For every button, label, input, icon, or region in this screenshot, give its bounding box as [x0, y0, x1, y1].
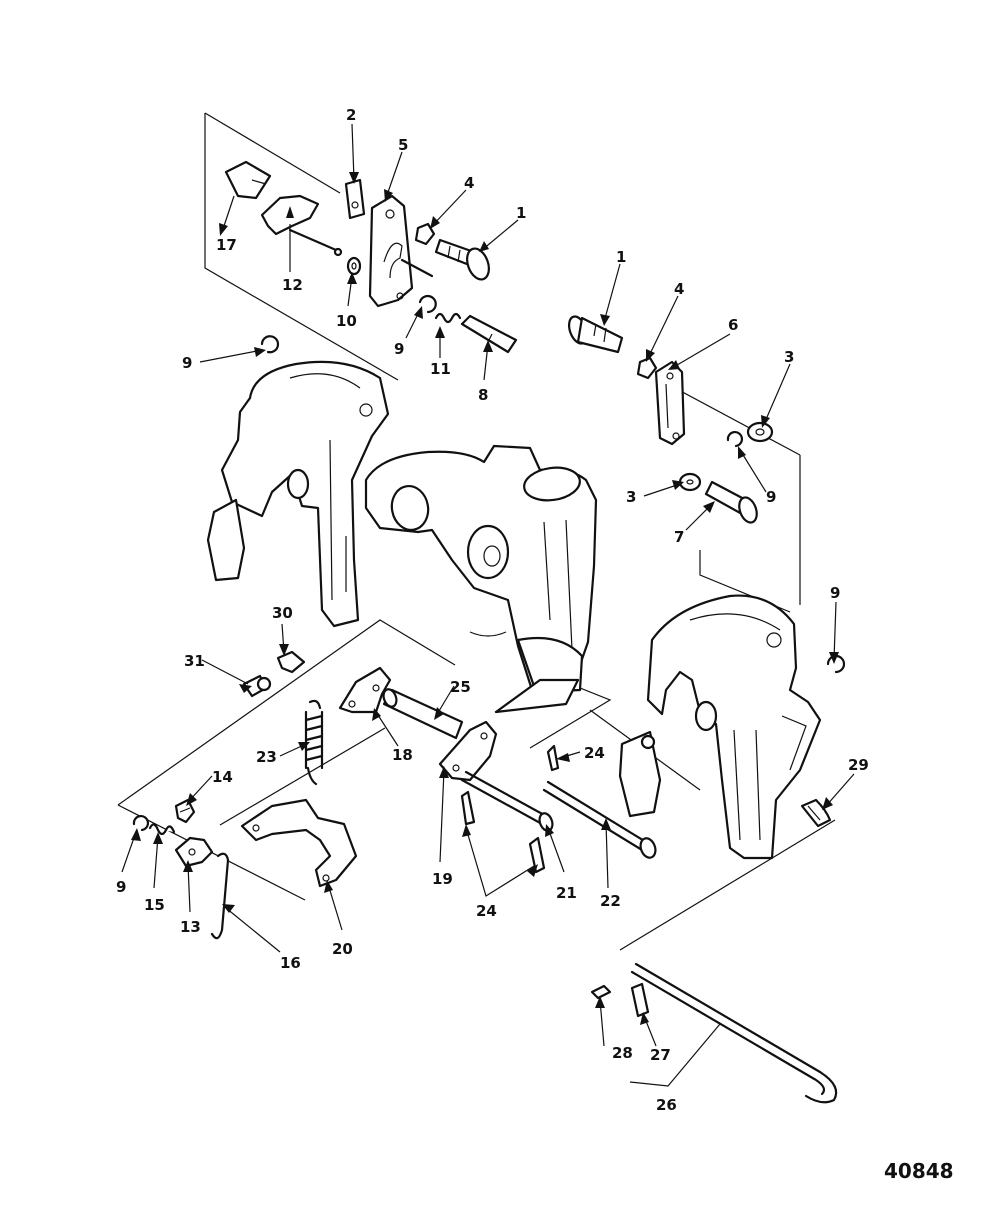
callout-25: 25	[450, 678, 471, 696]
part-21-shaft	[460, 770, 554, 832]
part-18-arm	[338, 666, 392, 714]
part-9-ring-b	[260, 335, 280, 354]
callout-4-right: 4	[674, 280, 684, 298]
part-19-arm	[438, 720, 498, 782]
callout-28: 28	[612, 1044, 633, 1062]
callout-16: 16	[280, 954, 301, 972]
callout-19: 19	[432, 870, 453, 888]
part-26-hook-rod	[630, 962, 838, 1104]
part-27-clip	[630, 982, 650, 1018]
callout-21: 21	[556, 884, 577, 902]
callout-13: 13	[180, 918, 201, 936]
part-12-lever-assembly	[260, 194, 343, 257]
part-29-bushing	[800, 798, 832, 828]
callout-29: 29	[848, 756, 869, 774]
part-9-ring-a	[418, 294, 437, 314]
part-7-pin	[704, 480, 758, 524]
part-13-cam	[174, 836, 214, 868]
callout-4: 4	[464, 174, 474, 192]
right-clamp-bracket	[618, 594, 822, 860]
callout-26: 26	[656, 1096, 677, 1114]
part-5-latch-plate	[368, 194, 434, 308]
part-9-ring-e	[132, 815, 149, 832]
swivel-bracket	[364, 444, 598, 714]
callout-9-lower-left: 9	[116, 878, 126, 896]
callout-20: 20	[332, 940, 353, 958]
callout-27: 27	[650, 1046, 671, 1064]
callout-31: 31	[184, 652, 205, 670]
callout-labels: 2 5 4 1 17 12 10 9 11 8 9 1 4 6 3 3 9 7 …	[116, 106, 869, 1114]
part-2-bracket	[344, 178, 366, 220]
part-24-cotter-pins	[460, 744, 560, 874]
callout-7: 7	[674, 528, 684, 546]
part-6-link-plate	[654, 360, 686, 446]
part-17-grip	[224, 160, 272, 200]
part-25-sleeve	[382, 688, 464, 740]
callout-1-right: 1	[616, 248, 626, 266]
callout-9-upper: 9	[394, 340, 404, 358]
callout-22: 22	[600, 892, 621, 910]
part-22-rod	[542, 780, 657, 859]
part-1-pin-right	[567, 315, 624, 354]
callout-11: 11	[430, 360, 451, 378]
figure-reference-number: 40848	[884, 1159, 954, 1183]
callout-30: 30	[272, 604, 293, 622]
part-3-washer-a	[746, 421, 774, 443]
part-1-pin-left	[434, 238, 490, 281]
callout-10: 10	[336, 312, 357, 330]
part-15-spring	[148, 823, 176, 836]
callout-5: 5	[398, 136, 408, 154]
part-9-ring-c	[726, 431, 743, 448]
callout-9-far-right: 9	[830, 584, 840, 602]
part-9-ring-d	[826, 654, 846, 674]
part-28-pin	[590, 984, 612, 1000]
leader-arrowheads	[131, 172, 839, 1025]
part-4-clip-left	[414, 222, 436, 246]
callout-3-upper: 3	[784, 348, 794, 366]
callout-24-lower: 24	[476, 902, 497, 920]
callout-15: 15	[144, 896, 165, 914]
callout-18: 18	[392, 746, 413, 764]
callout-23: 23	[256, 748, 277, 766]
part-10-washer	[346, 256, 362, 276]
callout-24-upper: 24	[584, 744, 605, 762]
part-16-hook-rod	[210, 852, 230, 940]
part-30-clip	[276, 650, 306, 674]
callout-17: 17	[216, 236, 237, 254]
callout-14: 14	[212, 768, 233, 786]
callout-1: 1	[516, 204, 526, 222]
part-31-knob	[242, 674, 272, 698]
callout-3-lower: 3	[626, 488, 636, 506]
left-clamp-bracket	[206, 360, 390, 628]
callout-9-left: 9	[182, 354, 192, 372]
callout-2: 2	[346, 106, 356, 124]
callout-6: 6	[728, 316, 738, 334]
part-14-screw	[174, 798, 196, 824]
part-23-spring	[304, 699, 324, 786]
callout-9-right: 9	[766, 488, 776, 506]
callout-8: 8	[478, 386, 488, 404]
part-11-spring	[434, 312, 462, 324]
callout-12: 12	[282, 276, 303, 294]
part-8-shaft	[460, 314, 518, 354]
part-20-linkage	[240, 798, 358, 888]
